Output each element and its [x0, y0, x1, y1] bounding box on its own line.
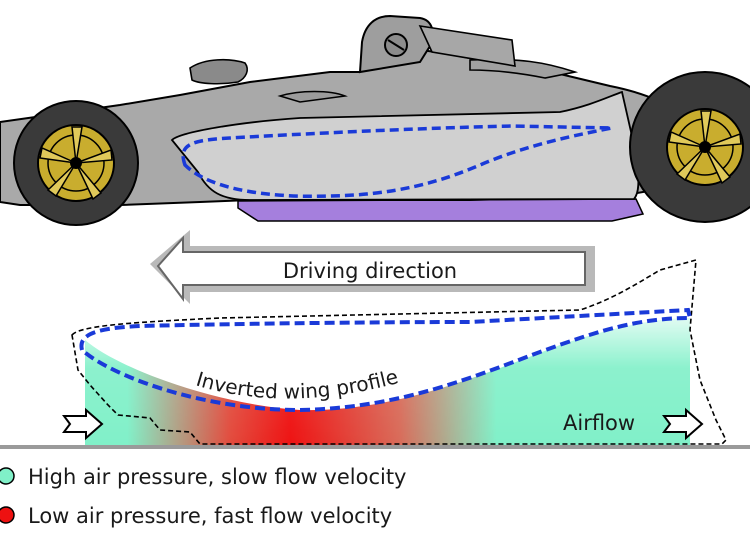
legend-label-low: Low air pressure, fast flow velocity: [28, 504, 392, 528]
legend-swatch-high: [0, 467, 15, 485]
sidepod-wing-profile: [181, 124, 613, 199]
airflow-label: Airflow: [563, 411, 635, 435]
race-car: [0, 14, 750, 226]
driving-arrow-body: [156, 235, 586, 302]
car-mirror: [277, 90, 348, 103]
legend-item-low-pressure: Low air pressure, fast flow velocity: [0, 504, 392, 528]
outflow-arrow-icon: [662, 407, 704, 441]
rear-wheel: [629, 71, 750, 223]
legend-swatch-low: [0, 506, 15, 524]
car-airbox: [418, 24, 516, 67]
pressure-field: [85, 318, 690, 446]
front-wheel: [13, 100, 139, 226]
car-underfloor: [237, 198, 645, 222]
car-cockpit: [189, 58, 248, 85]
car-outline-dashed: [71, 258, 727, 445]
inflow-arrow-icon: [62, 407, 104, 441]
legend-label-high: High air pressure, slow flow velocity: [28, 465, 406, 489]
car-sidepod: [170, 90, 640, 201]
inverted-wing-profile: [79, 307, 693, 413]
wing-profile-label-path: Inverted wing profile: [194, 364, 401, 403]
driving-direction-label: Driving direction: [283, 259, 457, 283]
legend: High air pressure, slow flow velocity Lo…: [0, 465, 406, 528]
wing-profile-label: Inverted wing profile: [194, 364, 401, 403]
legend-item-high-pressure: High air pressure, slow flow velocity: [0, 465, 406, 489]
driving-direction-arrow: Driving direction: [150, 230, 595, 304]
